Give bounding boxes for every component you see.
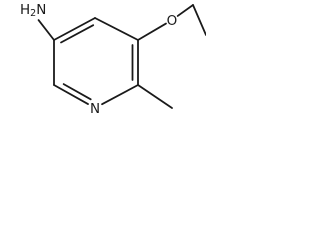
bond-c3-c4 xyxy=(53,17,96,41)
molecule-canvas: H2N N O xyxy=(0,0,206,151)
amine-label: H2N xyxy=(20,2,46,19)
bond-c3-amine xyxy=(37,19,55,41)
bond-oxygen-ch2 xyxy=(176,4,194,17)
chemical-structure-diagram: H2N N O xyxy=(20,2,206,117)
bond-c6-n1 xyxy=(101,84,139,106)
bond-c5-oxygen xyxy=(137,22,167,41)
ring-nitrogen-label: N xyxy=(90,101,100,117)
ether-oxygen-label: O xyxy=(167,13,178,29)
bond-ch2-ch3 xyxy=(192,4,206,36)
bond-n1-c2-double xyxy=(62,83,92,101)
bond-c3-c4-double xyxy=(60,24,95,44)
bond-c6-methyl xyxy=(137,84,173,109)
bond-n1-c2 xyxy=(53,84,89,105)
bond-c4-c5 xyxy=(94,17,139,41)
